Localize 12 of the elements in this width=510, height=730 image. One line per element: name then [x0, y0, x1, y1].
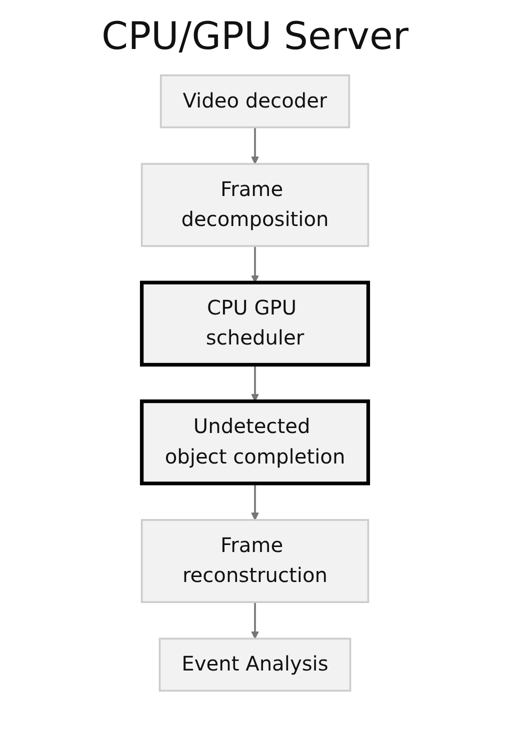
- node-box: Event Analysis: [158, 638, 352, 692]
- arrow: [250, 364, 260, 402]
- node-box: Video decoder: [160, 74, 350, 128]
- diagram-title: CPU/GPU Server: [100, 14, 410, 58]
- node-box: CPU GPU scheduler: [140, 280, 370, 367]
- arrow: [250, 483, 260, 520]
- node-box: Frame decomposition: [140, 162, 370, 247]
- node-box: Undetected object completion: [140, 399, 370, 486]
- arrow: [250, 602, 260, 640]
- arrow: [250, 246, 260, 283]
- arrow: [250, 127, 260, 164]
- node-box: Frame reconstruction: [140, 519, 370, 604]
